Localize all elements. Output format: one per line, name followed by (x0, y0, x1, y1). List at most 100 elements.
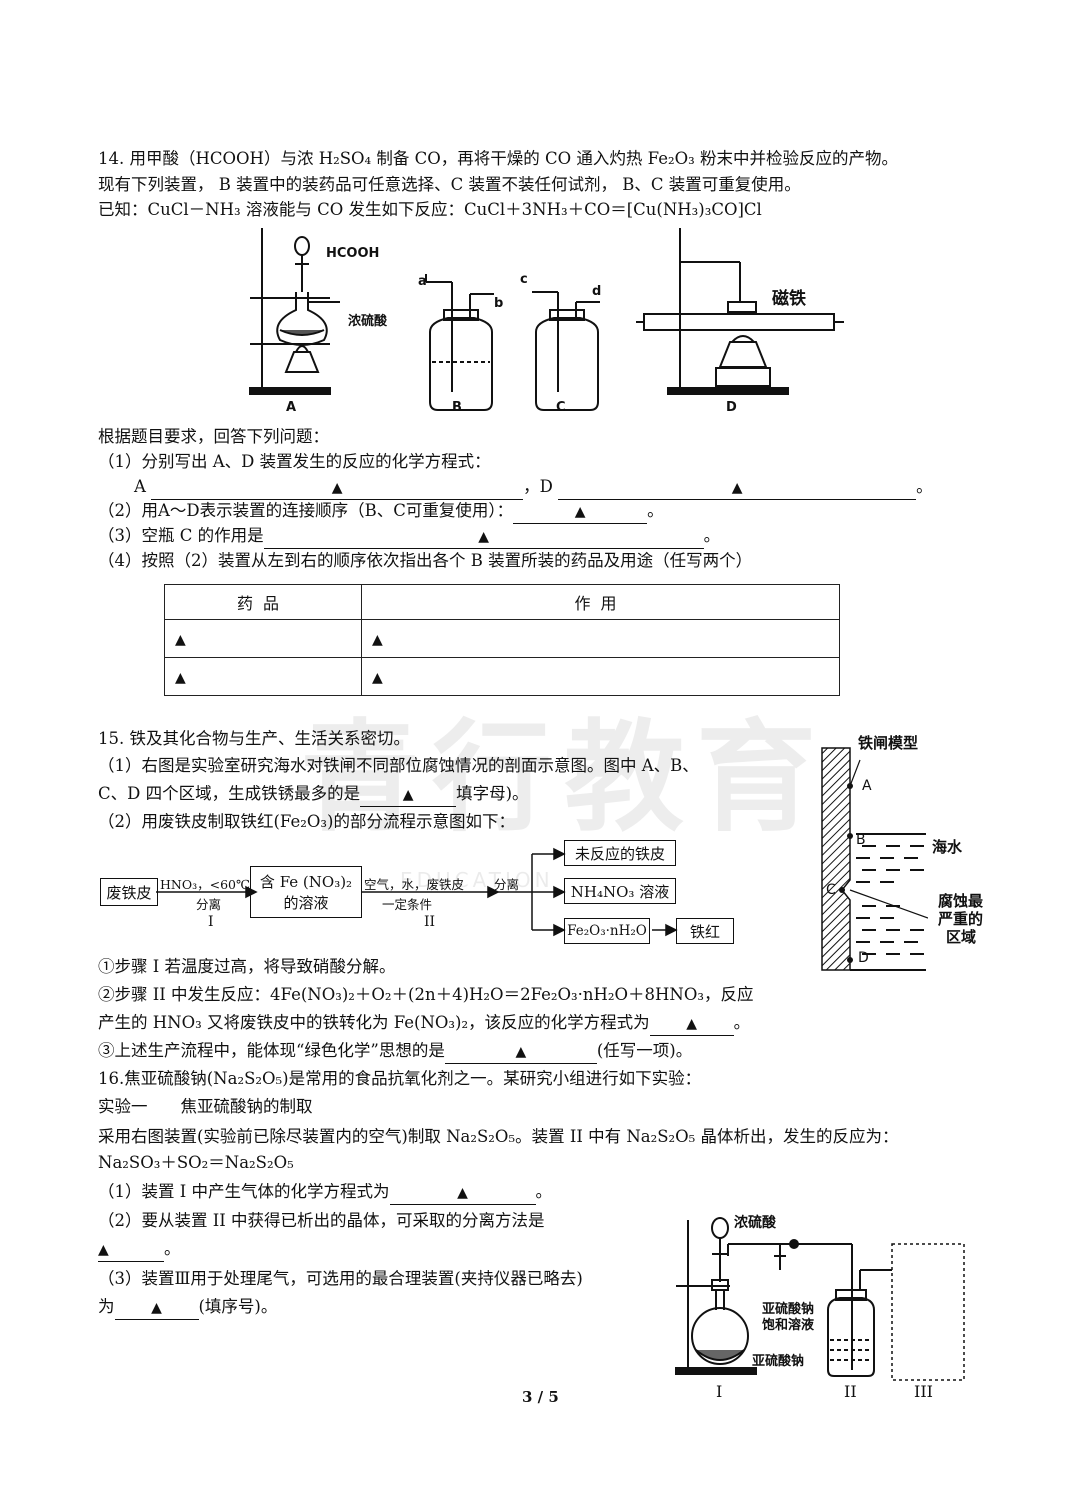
table-cell-purpose-2[interactable]: ▲ (361, 657, 840, 696)
q15-line1: 15. 铁及其化合物与生产、生活关系密切。 (98, 729, 410, 748)
answer-blank-D[interactable]: ▲ (558, 476, 917, 500)
label-A: A (134, 477, 146, 496)
flow-separate: 分离 (494, 877, 520, 892)
flow-fe-nitrate-solution: 含 Fe (NO₃)₂ 的溶液 (250, 866, 362, 918)
reagent-table: 药品 作用 ▲ ▲ ▲ ▲ (164, 584, 840, 696)
answer-marker: ▲ (372, 632, 383, 648)
q14-part1-answers: A ▲ ，D ▲ 。 (134, 476, 933, 500)
answer-marker: ▲ (402, 787, 414, 803)
watermark-sub: EDUCATION (400, 868, 554, 892)
flow-hydrated-oxide: Fe₂O₃·nH₂O (564, 918, 650, 944)
q14-line2: 现有下列装置， B 装置中的装药品可任意选择、C 装置不装任何试剂， B、C 装… (98, 175, 801, 194)
q15-part1b-end: 填字母)。 (456, 784, 529, 803)
label-hcooh: HCOOH (326, 246, 380, 261)
q15-step3-text: ③上述生产流程中，能体现“绿色化学”思想的是 (98, 1041, 445, 1060)
table-cell-purpose-1[interactable]: ▲ (361, 619, 840, 658)
answer-marker: ▲ (731, 480, 743, 496)
q15-part1b-text: C、D 四个区域，生成铁锈最多的是 (98, 784, 361, 803)
label-sodium-sulfite: 亚硫酸钠 (752, 1354, 805, 1369)
q16-experiment1: 实验一 焦亚硫酸钠的制取 (98, 1097, 313, 1116)
label-port-c: c (520, 272, 528, 287)
label-device-iii: III (914, 1382, 933, 1401)
q14-part2: （2）用A～D表示装置的连接顺序（B、C可重复使用）：▲。 (98, 500, 664, 524)
table-header-reagent: 药品 (164, 584, 362, 620)
label-worst-1: 腐蚀最 (938, 892, 984, 910)
label-region-d: D (858, 950, 869, 966)
answer-marker: ▲ (151, 1300, 162, 1316)
page-number: 3 / 5 (522, 1388, 559, 1406)
q14-line1: 14. 用甲酸（HCOOH）与浓 H₂SO₄ 制备 CO，再将干燥的 CO 通入… (98, 149, 898, 168)
q16-line4: Na₂SO₃＋SO₂＝Na₂S₂O₅ (98, 1153, 294, 1172)
answer-blank-A[interactable]: ▲ (151, 476, 524, 500)
q14-part1: （1）分别写出 A、D 装置发生的反应的化学方程式： (98, 452, 491, 471)
label-conc-sulfuric: 浓硫酸 (348, 314, 388, 329)
punct: 。 (647, 501, 664, 520)
q16-part2-answer: ▲。 (98, 1238, 181, 1262)
q16-part2: （2）要从装置 II 中获得已析出的晶体，可采取的分离方法是 (98, 1211, 545, 1230)
punct: 。 (164, 1239, 181, 1258)
q16-part3b-end: (填序号)。 (198, 1297, 278, 1316)
flowchart-arrows (156, 847, 678, 937)
q14-part3-text: （3）空瓶 C 的作用是 (98, 526, 264, 545)
answer-marker: ▲ (478, 529, 490, 545)
answer-blank-separation[interactable]: ▲ (98, 1238, 164, 1262)
answer-blank-tail-gas[interactable]: ▲ (114, 1296, 199, 1320)
answer-marker: ▲ (175, 632, 186, 648)
answer-blank-gas-equation[interactable]: ▲ (389, 1181, 536, 1205)
q15-step2b: 产生的 HNO₃ 又将废铁皮中的铁转化为 Fe(NO₃)₂，该反应的化学方程式为… (98, 1012, 750, 1036)
q14-part3: （3）空瓶 C 的作用是 ▲ 。 (98, 525, 720, 549)
label-device-ii: II (844, 1382, 857, 1401)
apparatus-figure-q16 (675, 1217, 965, 1381)
answer-marker: ▲ (574, 504, 586, 520)
q15-step2a: ②步骤 II 中发生反应：4Fe(NO₃)₂＋O₂＋(2n＋4)H₂O＝2Fe₂… (98, 985, 754, 1004)
flow-step1-condition: HNO₃，<60℃ (160, 877, 250, 892)
answer-marker: ▲ (331, 480, 343, 496)
answer-blank-green-chem[interactable]: ▲ (444, 1040, 597, 1064)
q16-part3b-text: 为 (98, 1297, 115, 1316)
answer-blank-order[interactable]: ▲ (513, 500, 648, 524)
label-seawater: 海水 (932, 838, 963, 856)
flow-scrap-iron: 废铁皮 (100, 878, 158, 906)
answer-blank-fe-equation[interactable]: ▲ (649, 1012, 734, 1036)
table-cell-reagent-1[interactable]: ▲ (164, 619, 362, 658)
q14-prompt: 根据题目要求，回答下列问题： (98, 427, 329, 446)
iron-gate-figure (821, 747, 928, 971)
flow-step2-condition: 空气，水，废铁皮 (364, 877, 465, 892)
flow-step1-separate: 分离 (196, 897, 222, 912)
answer-marker: ▲ (372, 670, 383, 686)
q16-line3: 采用右图装置(实验前已除尽装置内的空气)制取 Na₂S₂O₅。装置 II 中有 … (98, 1127, 899, 1146)
answer-marker: ▲ (515, 1044, 527, 1060)
q16-line1: 16.焦亚硫酸钠(Na₂S₂O₅)是常用的食品抗氧化剂之一。某研究小组进行如下实… (98, 1069, 702, 1088)
label-port-d: d (592, 284, 602, 299)
punct: 。 (916, 477, 933, 496)
flow-step2-num: II (424, 914, 436, 930)
flow-step2-sub: 一定条件 (382, 897, 433, 912)
q15-step3-end: (任写一项)。 (596, 1041, 693, 1060)
table-cell-reagent-2[interactable]: ▲ (164, 657, 362, 696)
q15-step3: ③上述生产流程中，能体现“绿色化学”思想的是 ▲ (任写一项)。 (98, 1040, 692, 1064)
q16-part1: （1）装置 I 中产生气体的化学方程式为▲。 (98, 1181, 552, 1205)
q15-step2b-text: 产生的 HNO₃ 又将废铁皮中的铁转化为 Fe(NO₃)₂，该反应的化学方程式为 (98, 1013, 650, 1032)
q15-step1: ①步骤 I 若温度过高，将导致硝酸分解。 (98, 957, 396, 976)
label-apparatus-d: D (726, 400, 737, 415)
label-gate-model: 铁闸模型 (858, 734, 919, 752)
flow-iron-red: 铁红 (676, 918, 734, 944)
answer-blank-rust-region[interactable]: ▲ (360, 783, 457, 807)
label-apparatus-b: B (452, 400, 462, 415)
label-worst-2: 严重的 (938, 910, 984, 928)
flow-unreacted-iron: 未反应的铁皮 (564, 840, 676, 866)
answer-blank-empty-c[interactable]: ▲ (263, 525, 704, 549)
q14-part4: （4）按照（2）装置从左到右的顺序依次指出各个 B 装置所装的药品及用途（任写两… (98, 551, 753, 570)
label-region-b: B (856, 832, 866, 848)
answer-marker: ▲ (98, 1242, 109, 1258)
label-region-c: C (826, 882, 836, 898)
label-magnet: 磁铁 (772, 289, 806, 309)
q15-part1b: C、D 四个区域，生成铁锈最多的是 ▲ 填字母)。 (98, 783, 529, 807)
watermark: 青行教育 (300, 709, 828, 848)
q16-part3a: （3）装置Ⅲ用于处理尾气，可选用的最合理装置(夹持仪器已略去) (98, 1269, 583, 1288)
punct: 。 (703, 526, 721, 545)
flow-solution-line2: 的溶液 (283, 894, 329, 912)
label-D: ，D (523, 477, 553, 496)
label-apparatus-c: C (556, 400, 566, 415)
